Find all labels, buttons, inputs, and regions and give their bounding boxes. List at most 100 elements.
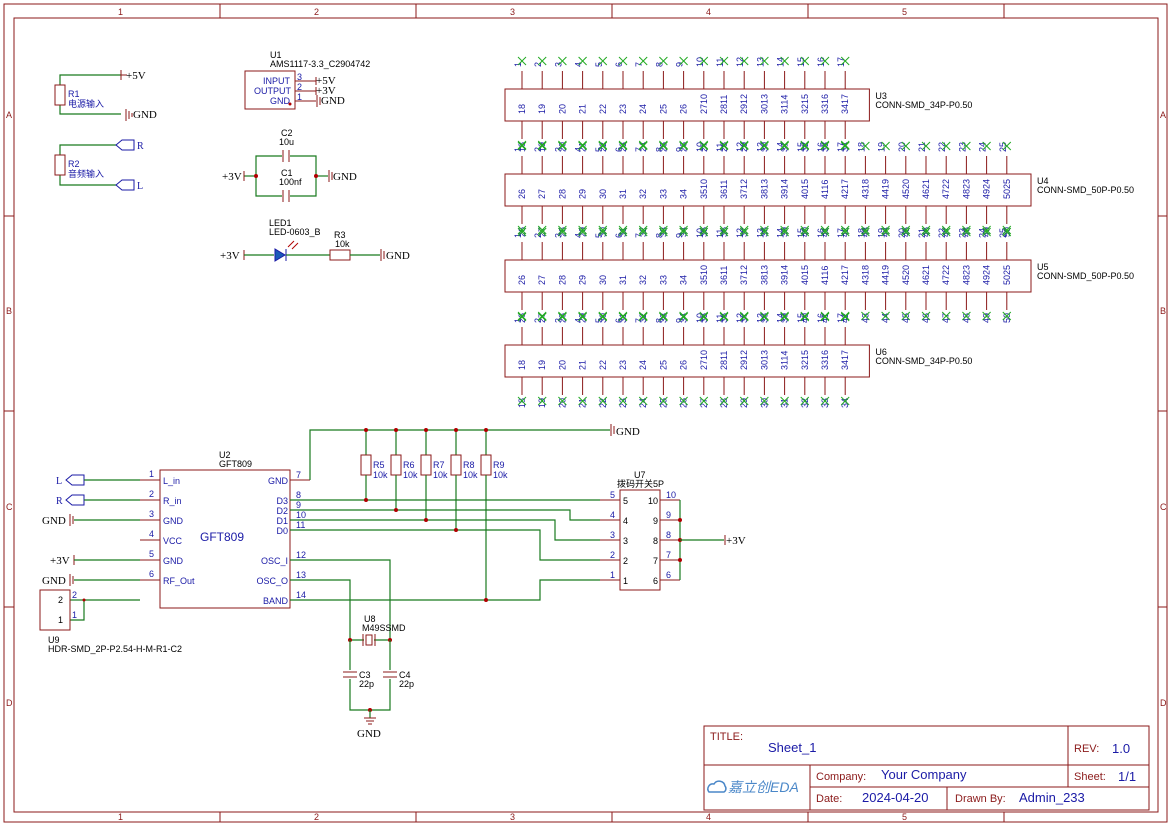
- u2-pin-6[interactable]: 6RF_Out: [140, 569, 195, 586]
- no-connect-mark: [578, 311, 587, 321]
- pin-number: 39: [780, 313, 790, 323]
- u2-pin-2[interactable]: 2R_in: [140, 489, 182, 506]
- pin-number: 28: [719, 398, 729, 408]
- u7-pin-9[interactable]: 99: [653, 510, 680, 526]
- u7-pin-2[interactable]: 22: [600, 550, 628, 566]
- pin-name: L_in: [163, 476, 180, 486]
- inner-pin-number: 22: [598, 104, 608, 114]
- inner-pin-number: 3013: [759, 94, 769, 114]
- sheet-label: Sheet:: [1074, 771, 1106, 783]
- no-connect-mark: [618, 312, 628, 322]
- u1-pin-num-1: 1: [297, 92, 302, 102]
- pin-number: 12: [735, 57, 745, 67]
- r2-audio-input[interactable]: R2 音频输入 R L: [54, 139, 144, 192]
- no-connect-mark: [659, 312, 668, 322]
- pin-number: 50: [1002, 313, 1012, 323]
- no-connect-mark: [578, 56, 587, 66]
- r1-power-input[interactable]: R1 电源输入 +5V GND: [54, 70, 157, 121]
- no-connect-mark: [982, 311, 991, 321]
- u7-pin-5[interactable]: 55: [600, 490, 628, 506]
- inner-pin-number: 3417: [840, 94, 850, 114]
- inner-pin-number: 26: [679, 104, 689, 114]
- pin-name: OSC_I: [261, 556, 288, 566]
- u1-gnd-label: GND: [321, 95, 345, 107]
- pin-number: 30: [759, 142, 769, 152]
- no-connect-mark: [820, 311, 830, 321]
- no-connect-mark: [840, 141, 850, 151]
- pin-name: GND: [163, 556, 184, 566]
- pin-number: 33: [658, 313, 668, 323]
- inner-pin-number: 32: [638, 189, 648, 199]
- no-connect-mark: [578, 227, 587, 237]
- no-connect-mark: [659, 225, 668, 235]
- pin-number: 17: [836, 57, 846, 67]
- c1-c2-decoupling[interactable]: C2 10u C1 100nf +3V GND: [222, 128, 357, 202]
- pin-number: 18: [517, 142, 527, 152]
- u9-header[interactable]: 2 1 2 1 U9 HDR-SMD_2P-P2.54-H-M-R1-C2: [39, 589, 182, 654]
- u7-3v-label: +3V: [726, 535, 746, 547]
- u9-value: HDR-SMD_2P-P2.54-H-M-R1-C2: [48, 644, 182, 654]
- inner-pin-number: 28: [557, 275, 567, 285]
- inner-pin-number: 3712: [739, 179, 749, 199]
- inner-pin-number: 2710: [699, 350, 709, 370]
- inner-pin-number: 4318: [860, 179, 870, 199]
- inner-pin-number: 4116: [820, 180, 830, 199]
- pin-number: 24: [978, 142, 988, 152]
- u7-pin-4[interactable]: 44: [600, 510, 628, 526]
- no-connect-mark: [881, 227, 890, 237]
- pin-number: 20: [897, 228, 907, 238]
- u2-pin-8[interactable]: 8D3: [276, 490, 310, 506]
- led1-r3[interactable]: LED1 LED-0603_B +3V R3 10k GND: [220, 218, 410, 262]
- no-connect-mark: [578, 396, 587, 406]
- u5-connector[interactable]: 1262622727328284292953030631317323283333…: [504, 227, 1134, 323]
- inner-pin-number: 2811: [719, 95, 729, 114]
- u7-pin-1[interactable]: 11: [600, 570, 628, 586]
- u1-pin-num-3: 3: [297, 72, 302, 82]
- u7-pin-7[interactable]: 77: [653, 550, 680, 566]
- inner-pin-number: 4419: [881, 265, 891, 285]
- u3-connector[interactable]: 1181821919320204212152222623237242482525…: [504, 56, 972, 152]
- no-connect-mark: [638, 225, 648, 235]
- pin-number: 10: [695, 313, 705, 323]
- u7-pin-8[interactable]: 88: [653, 530, 680, 546]
- u1-regulator[interactable]: U1 AMS1117-3.3_C2904742 INPUT OUTPUT GND…: [244, 50, 370, 110]
- c3-ref: C3: [359, 670, 371, 680]
- u2-pin-1[interactable]: 1L_in: [140, 469, 180, 486]
- no-connect-mark: [941, 227, 951, 237]
- no-connect-mark: [598, 227, 608, 237]
- no-connect-mark: [820, 56, 830, 66]
- no-connect-mark: [618, 56, 628, 66]
- no-connect-mark: [537, 56, 547, 66]
- row-label-right: A: [1160, 110, 1166, 120]
- col-label-top: 2: [314, 7, 319, 17]
- u7-pin-6[interactable]: 66: [653, 570, 680, 586]
- no-connect-mark: [921, 227, 931, 237]
- r1-ref: R1: [68, 89, 80, 99]
- net-l-label: L: [137, 181, 143, 192]
- no-connect-mark: [1002, 227, 1012, 237]
- no-connect-mark: [558, 311, 567, 321]
- u6-connector[interactable]: 1181821919320204212152222623237242482525…: [504, 312, 972, 408]
- u7-pin-3[interactable]: 33: [600, 530, 628, 546]
- pin-number: 32: [638, 313, 648, 323]
- pin-name: 4: [623, 516, 628, 526]
- u4-connector[interactable]: 1262622727328284292953030631317323283333…: [504, 141, 1134, 237]
- no-connect-mark: [739, 311, 749, 321]
- no-connect-mark: [739, 396, 749, 406]
- pin-number: 10: [666, 490, 676, 500]
- no-connect-mark: [982, 227, 991, 237]
- u2-gft809[interactable]: U2 GFT809 GFT809 1L_in2R_in3GND4VCC5GND6…: [140, 450, 310, 609]
- pin-number: 34: [840, 142, 850, 152]
- pin-number: 28: [719, 142, 729, 152]
- pin-number: 31: [780, 398, 790, 408]
- title-block: TITLE: Sheet_1 REV: 1.0 嘉立创EDA Company: …: [703, 725, 1150, 811]
